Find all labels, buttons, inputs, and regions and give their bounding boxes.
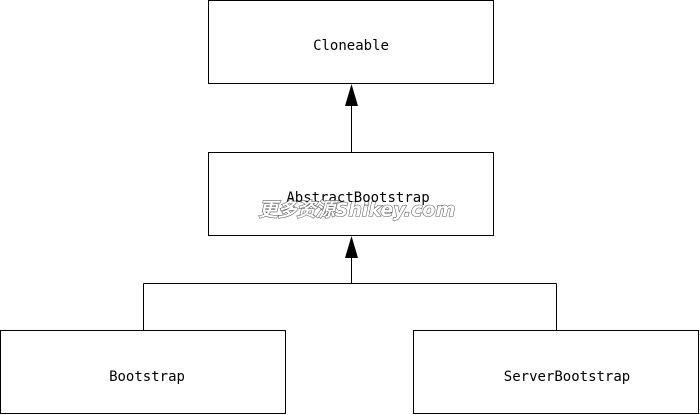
node-server-bootstrap-label: ServerBootstrap [504, 369, 630, 385]
arrowhead-up-icon [345, 236, 358, 258]
edge-abstract-bootstrap-to-cloneable [345, 84, 358, 152]
node-bootstrap-label: Bootstrap [109, 369, 185, 385]
node-cloneable-label: Cloneable [313, 38, 389, 54]
watermark: 更多资源Shikey.com [259, 199, 456, 221]
node-abstract-bootstrap: AbstractBootstrap [208, 152, 494, 236]
node-abstract-bootstrap-box [208, 152, 494, 236]
node-cloneable: Cloneable [208, 0, 494, 84]
edge-subclasses-to-abstract-bootstrap [143, 236, 557, 330]
node-server-bootstrap-box [413, 330, 699, 414]
node-server-bootstrap: ServerBootstrap [413, 330, 699, 414]
node-abstract-bootstrap-label: AbstractBootstrap [286, 190, 429, 206]
node-bootstrap: Bootstrap [0, 330, 286, 414]
node-cloneable-box [208, 0, 494, 84]
arrowhead-up-icon [345, 84, 358, 106]
node-bootstrap-box [0, 330, 286, 414]
